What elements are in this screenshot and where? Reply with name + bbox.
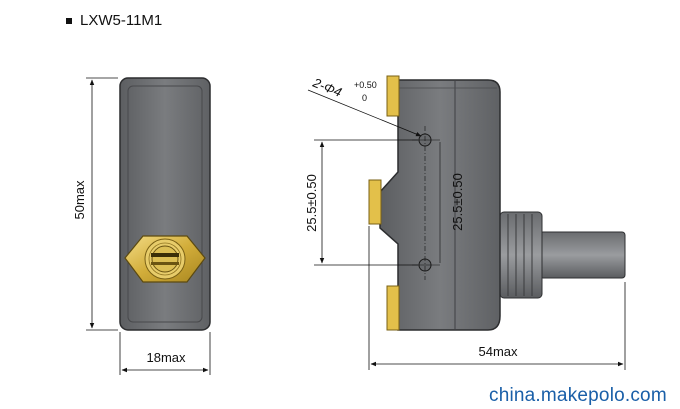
terminal-middle xyxy=(368,179,382,225)
bullet-icon xyxy=(66,17,72,24)
spacing-label-left: 25.5±0.50 xyxy=(304,174,319,232)
brass-ring-inner xyxy=(148,242,182,276)
hole-leader xyxy=(307,89,422,137)
product-title: LXW5-11M1 xyxy=(66,12,162,29)
plunger-head xyxy=(151,245,179,273)
hole-tolerance-lower: 0 xyxy=(362,93,367,103)
height-label: 50max xyxy=(72,180,87,220)
spacing-label-inner: 25.5±0.50 xyxy=(450,173,465,231)
switch-body-front xyxy=(119,77,211,331)
slot-line-bottom xyxy=(151,262,179,265)
front-view: 50max 18max xyxy=(72,77,211,375)
hole-label: 2-Φ4 xyxy=(310,74,344,99)
width-label: 18max xyxy=(146,350,186,365)
watermark-text: china.makepolo.com xyxy=(489,385,667,406)
terminal-bottom xyxy=(386,285,400,331)
rubber-boot xyxy=(499,211,543,299)
body-inner-frame xyxy=(127,85,203,323)
side-view: 2-Φ4 +0.50 0 25.5±0.50 25.5±0.50 54max xyxy=(304,74,626,370)
hole-tolerance-upper: +0.50 xyxy=(354,80,377,90)
length-label: 54max xyxy=(478,344,518,359)
terminal-top xyxy=(386,75,400,117)
slot-line-top xyxy=(151,253,179,257)
model-name: LXW5-11M1 xyxy=(80,12,163,29)
plunger-rod xyxy=(539,231,626,279)
